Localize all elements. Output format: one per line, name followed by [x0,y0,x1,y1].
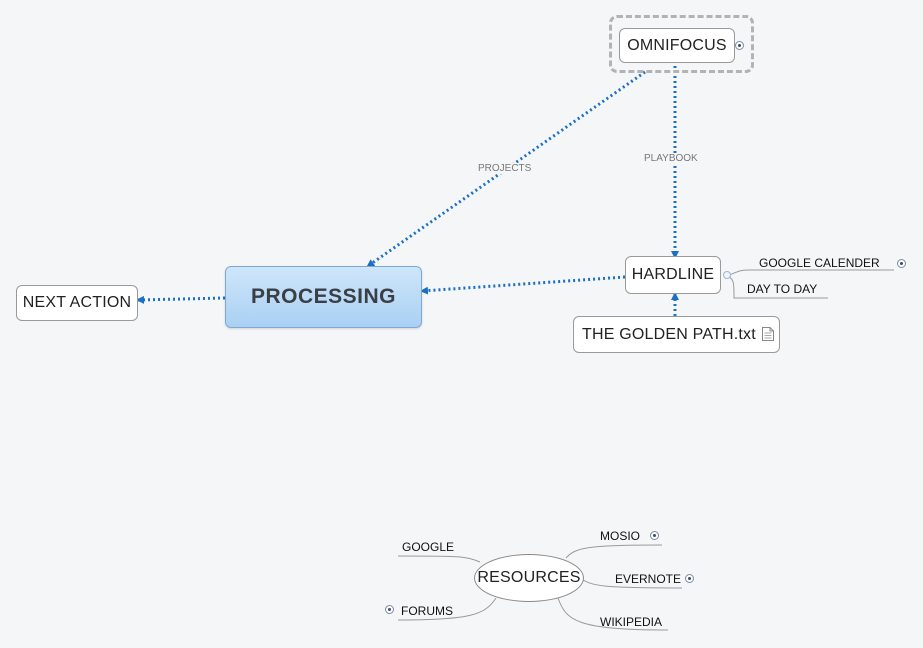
relationship-label-projects[interactable]: PROJECTS [477,163,533,174]
next-action-node[interactable]: NEXT ACTION [16,285,138,321]
expand-icon[interactable] [685,574,694,583]
connector-resources-evernote [579,577,683,589]
resources-label: RESOURCES [477,569,581,586]
expand-icon[interactable] [735,41,744,50]
expand-icon[interactable] [650,531,659,540]
hardline-node[interactable]: HARDLINE [625,256,721,294]
central-topic-label: PROCESSING [250,285,397,308]
resources-node[interactable]: RESOURCES [474,554,584,602]
resource-wikipedia[interactable]: WIKIPEDIA [600,615,663,629]
hardline-label: HARDLINE [631,266,715,283]
central-topic-processing[interactable]: PROCESSING [225,266,422,328]
subtopic-day-to-day[interactable]: DAY TO DAY [747,282,818,296]
connector-resources-mosio [565,544,663,559]
text-file-icon[interactable] [762,327,774,341]
arrow-hardline-to-processing[interactable] [420,275,626,295]
expand-icon[interactable] [897,259,906,268]
connector-resources-wikipedia [557,597,669,631]
golden-path-label: THE GOLDEN PATH.txt [582,325,756,343]
golden-path-node[interactable]: THE GOLDEN PATH.txt [573,316,780,353]
expand-icon[interactable] [385,605,394,614]
next-action-label: NEXT ACTION [22,294,132,311]
omnifocus-label: OMNIFOCUS [627,36,727,54]
collapse-icon[interactable] [723,271,731,279]
relationship-label-playbook[interactable]: PLAYBOOK [643,153,699,164]
omnifocus-node[interactable]: OMNIFOCUS [619,28,735,63]
connector-resources-forums [397,597,497,621]
connector-resources-google [397,555,481,563]
arrow-processing-to-next-action[interactable] [136,295,226,304]
resource-mosio[interactable]: MOSIO [600,529,641,543]
connector-hardline-day-to-day [728,276,828,299]
arrow-omnifocus-to-processing[interactable] [366,70,646,268]
connector-hardline-google-calender [728,269,894,276]
resource-forums[interactable]: FORUMS [401,604,453,618]
resource-evernote[interactable]: EVERNOTE [615,572,682,586]
subtopic-google-calender[interactable]: GOOGLE CALENDER [759,256,880,270]
floating-topic-frame [609,15,754,73]
resource-google[interactable]: GOOGLE [402,540,455,554]
